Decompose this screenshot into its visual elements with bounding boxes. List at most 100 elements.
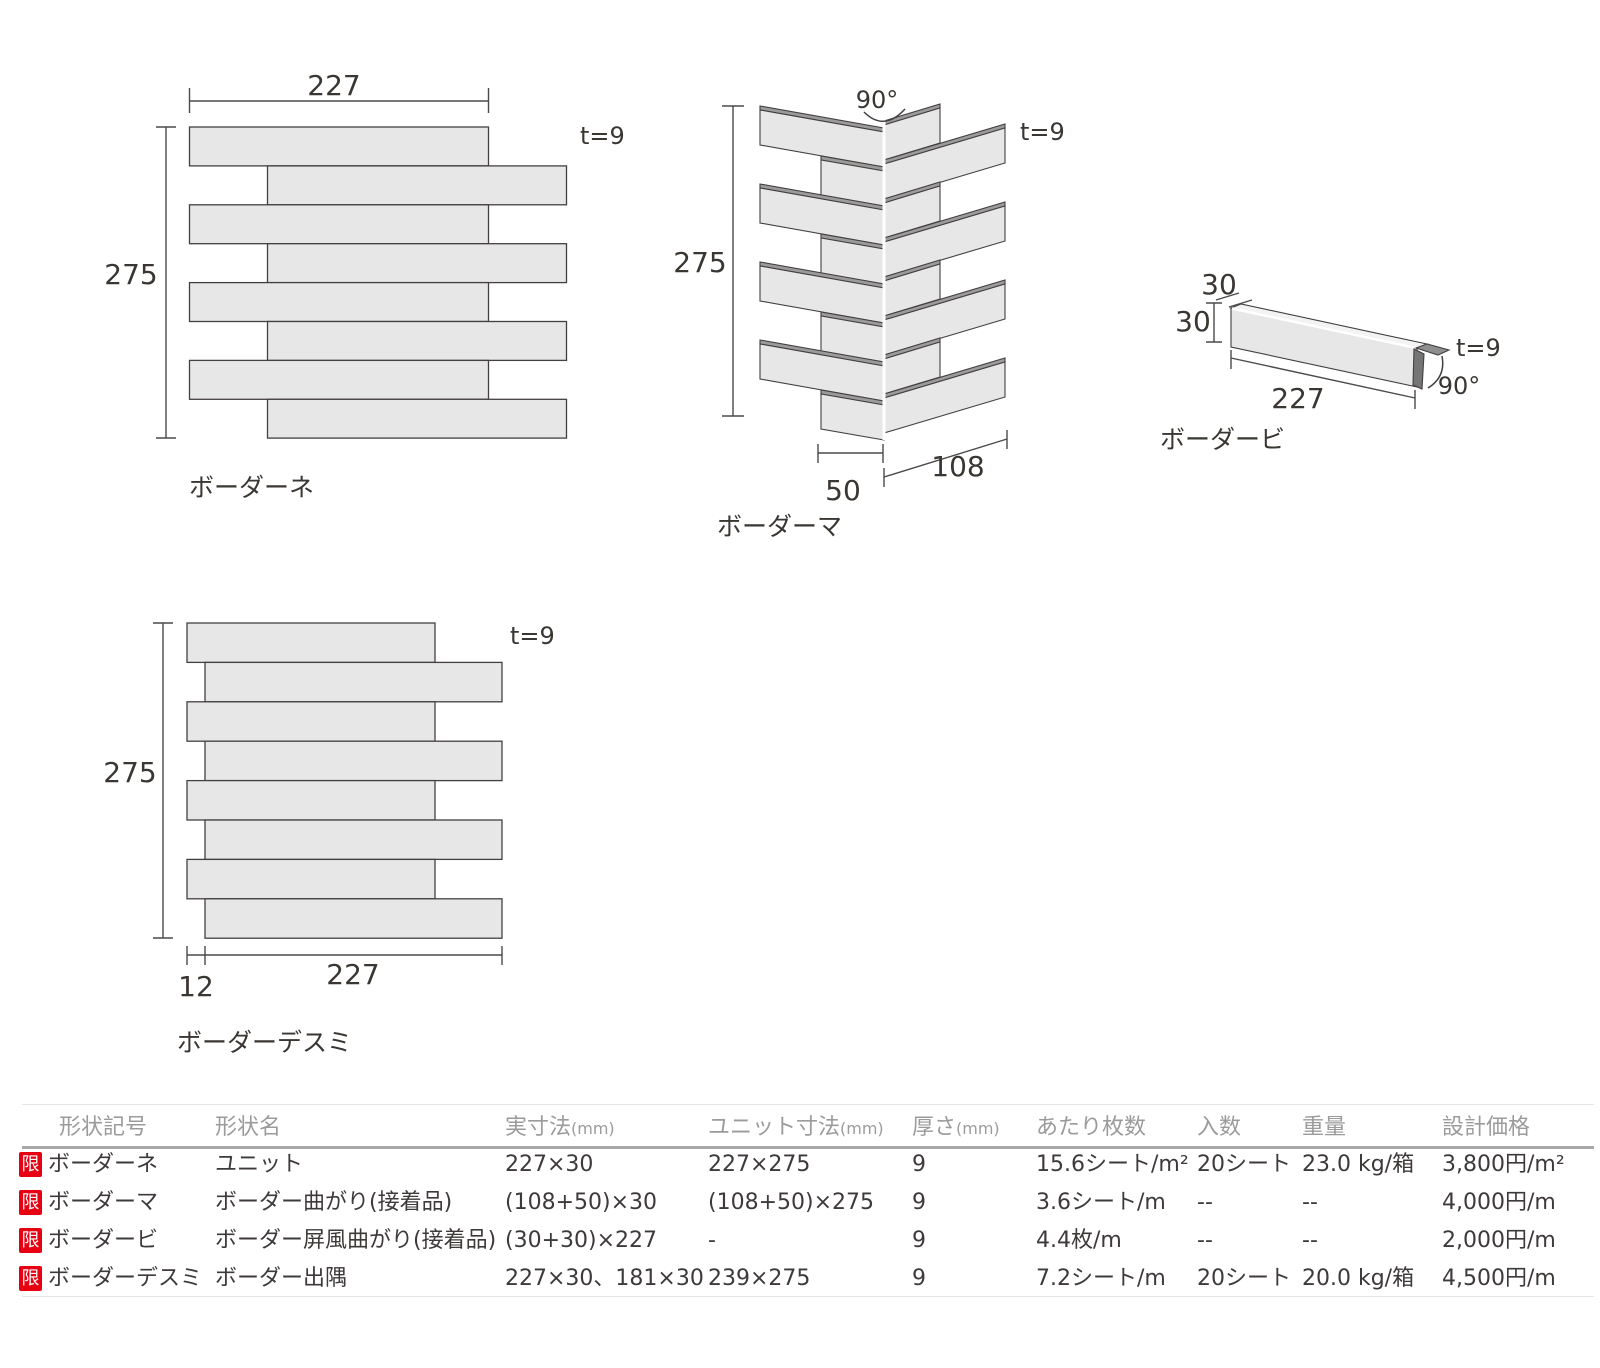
header-count: 入数 <box>1197 1115 1242 1140</box>
header-weight: 重量 <box>1302 1115 1347 1140</box>
cell-price: 2,000円/m <box>1442 1228 1556 1253</box>
cell-shape-code: ボーダーネ <box>48 1152 159 1177</box>
table-row: 限 ボーダービ ボーダー屏風曲がり(接着品) (30+30)×227 - 9 4… <box>0 1228 1600 1253</box>
cell-shape-name: ボーダー出隅 <box>215 1266 348 1291</box>
dimension-height-label: 275 <box>103 756 156 789</box>
cell-count: -- <box>1197 1190 1213 1215</box>
angle-label: 90° <box>856 86 899 114</box>
tile-bar <box>186 858 436 900</box>
cell-unit-size: (108+50)×275 <box>708 1190 875 1215</box>
cell-weight: -- <box>1302 1228 1318 1253</box>
diagram-border-unit: 227 275 t=9 ボーダーネ <box>104 69 625 502</box>
tile-bar <box>266 320 568 362</box>
diagram-bent-piece: 30 30 227 t=9 90° ボーダービ <box>1160 268 1501 454</box>
cell-weight: 23.0 kg/箱 <box>1302 1152 1415 1177</box>
dimension-length-line <box>1230 350 1416 409</box>
cell-shape-name: ユニット <box>215 1152 304 1177</box>
header-price: 設計価格 <box>1442 1115 1531 1140</box>
dimension-length-label: 227 <box>1271 382 1324 415</box>
dimension-height-line <box>156 126 176 439</box>
cell-actual-size: 227×30 <box>505 1152 594 1177</box>
dimension-leg-right-line <box>883 430 1008 487</box>
header-unit-size: ユニット寸法(mm) <box>708 1115 884 1142</box>
cell-unit-size: 239×275 <box>708 1266 811 1291</box>
dimension-height-label: 275 <box>673 246 726 279</box>
cell-count: 20シート <box>1197 1152 1291 1177</box>
header-thickness-unit: (mm) <box>956 1119 1000 1138</box>
tile-bar <box>186 622 436 664</box>
diagram-corner-piece: 90° t=9 275 50 108 ボーダーマ <box>673 86 1065 541</box>
cell-weight: 20.0 kg/箱 <box>1302 1266 1415 1291</box>
dimension-depth-ticks <box>1215 292 1253 308</box>
header-unit-unit: (mm) <box>840 1119 884 1138</box>
limited-badge: 限 <box>19 1228 42 1253</box>
cell-shape-name: ボーダー屏風曲がり(接着品) <box>215 1228 497 1253</box>
bar-ridge-highlight <box>1231 307 1417 350</box>
thickness-label: t=9 <box>1456 334 1501 362</box>
limited-badge: 限 <box>19 1266 42 1291</box>
thickness-label: t=9 <box>1020 118 1065 146</box>
cell-count: -- <box>1197 1228 1213 1253</box>
cell-actual-size: (108+50)×30 <box>505 1190 658 1215</box>
header-actual-main: 実寸法 <box>505 1115 572 1140</box>
cell-shape-code: ボーダービ <box>48 1228 159 1253</box>
cell-actual-size: (30+30)×227 <box>505 1228 658 1253</box>
cell-pieces-per: 4.4枚/m <box>1036 1228 1122 1253</box>
table-bottom-rule <box>22 1296 1594 1297</box>
cell-price: 4,500円/m <box>1442 1266 1556 1291</box>
dimension-leg-left-line <box>817 444 884 463</box>
return-flap-top <box>1414 343 1451 356</box>
cell-thickness: 9 <box>912 1228 926 1253</box>
angle-arc <box>863 108 906 122</box>
tile-bar <box>204 819 503 861</box>
cell-thickness: 9 <box>912 1190 926 1215</box>
return-flap-end <box>1412 348 1425 390</box>
cell-pieces-per: 7.2シート/m <box>1036 1266 1166 1291</box>
dimension-leg-left-label: 50 <box>825 474 861 507</box>
table-top-rule <box>22 1104 1594 1105</box>
header-actual-unit: (mm) <box>571 1119 615 1138</box>
limited-badge: 限 <box>19 1190 42 1215</box>
cell-shape-name: ボーダー曲がり(接着品) <box>215 1190 453 1215</box>
bar-front-face <box>1230 307 1418 388</box>
thickness-label: t=9 <box>580 122 625 150</box>
header-pieces-per: あたり枚数 <box>1036 1115 1147 1140</box>
dimension-bottom-line <box>186 946 503 965</box>
table-header-divider <box>22 1146 1594 1149</box>
cell-thickness: 9 <box>912 1152 926 1177</box>
dimension-height-line <box>153 622 173 939</box>
diagram-title: ボーダーネ <box>189 473 314 502</box>
header-shape-name: 形状名 <box>215 1115 282 1140</box>
cell-weight: -- <box>1302 1190 1318 1215</box>
cell-actual-size: 227×30、181×30 <box>505 1266 704 1291</box>
dimension-width-label: 227 <box>307 69 360 102</box>
header-actual-size: 実寸法(mm) <box>505 1115 615 1142</box>
tile-bar <box>266 165 568 206</box>
dimension-leg-right-label: 108 <box>931 450 984 483</box>
dimension-height-label: 275 <box>104 258 157 291</box>
dimension-height-line <box>1206 302 1222 343</box>
tile-bar <box>204 661 503 703</box>
dimension-depth-label: 30 <box>1201 268 1237 301</box>
cell-price: 4,000円/m <box>1442 1190 1556 1215</box>
cell-shape-code: ボーダーマ <box>48 1190 159 1215</box>
cell-pieces-per: 3.6シート/m <box>1036 1190 1166 1215</box>
table-header-row: 形状記号 形状名 実寸法(mm) ユニット寸法(mm) 厚さ(mm) あたり枚数… <box>0 1115 1600 1141</box>
cell-thickness: 9 <box>912 1266 926 1291</box>
dimension-height-label: 30 <box>1175 305 1211 338</box>
thickness-label: t=9 <box>510 622 555 650</box>
header-shape-code: 形状記号 <box>59 1115 148 1140</box>
tile-bar <box>188 281 490 323</box>
limited-badge: 限 <box>19 1152 42 1177</box>
dimension-height-line <box>722 105 744 417</box>
dimension-width-line <box>188 88 490 113</box>
tile-bar <box>188 126 490 167</box>
diagram-title: ボーダーマ <box>717 512 842 541</box>
header-unit-main: ユニット寸法 <box>708 1115 841 1140</box>
tile-bar <box>204 740 503 782</box>
cell-pieces-per: 15.6シート/m² <box>1036 1152 1189 1177</box>
angle-label: 90° <box>1438 372 1481 400</box>
cell-price: 3,800円/m² <box>1442 1152 1565 1177</box>
table-row: 限 ボーダーマ ボーダー曲がり(接着品) (108+50)×30 (108+50… <box>0 1190 1600 1215</box>
